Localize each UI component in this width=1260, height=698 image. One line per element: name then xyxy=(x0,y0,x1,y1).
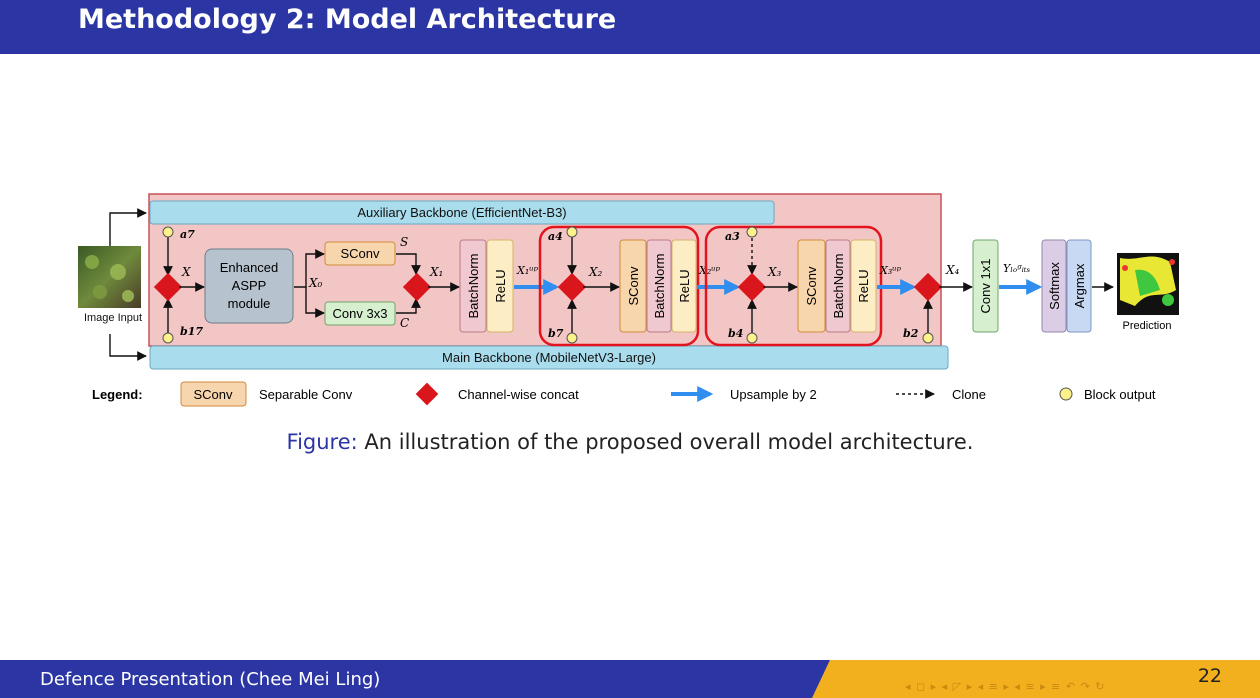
legend-clone-desc: Clone xyxy=(952,387,986,402)
block-output-a4 xyxy=(566,226,578,238)
footer-bar-left: Defence Presentation (Chee Mei Ling) xyxy=(0,660,850,698)
footer-presenter: Defence Presentation (Chee Mei Ling) xyxy=(40,669,381,690)
symbol-x4: X₄ xyxy=(945,263,960,277)
conv3x3-box xyxy=(324,301,396,326)
legend-concat-desc: Channel-wise concat xyxy=(458,387,579,402)
legend-block-output-swatch xyxy=(1059,387,1073,401)
concat-diamond-5 xyxy=(913,272,943,302)
slide-title: Methodology 2: Model Architecture xyxy=(78,4,617,35)
node-label-a3: a3 xyxy=(725,230,740,243)
relu-box-3 xyxy=(850,239,877,333)
main-backbone-label: Main Backbone (MobileNetV3-Large) xyxy=(442,350,656,365)
title-bar: Methodology 2: Model Architecture xyxy=(0,0,1260,54)
legend-sconv-desc: Separable Conv xyxy=(259,387,353,402)
softmax-label: Softmax xyxy=(1047,262,1062,310)
symbol-x1: X₁ xyxy=(429,265,443,279)
symbol-c: C xyxy=(400,316,409,330)
legend-sconv-box-label: SConv xyxy=(193,387,233,402)
symbol-x3up: X₃ᵘᵖ xyxy=(879,264,902,277)
relu-label-2: ReLU xyxy=(677,269,692,302)
block-output-a7 xyxy=(162,226,174,238)
block-output-b4 xyxy=(746,332,758,344)
sconv-box-2 xyxy=(619,239,647,333)
aspp-label-1: Enhanced xyxy=(220,260,279,275)
block-output-b17 xyxy=(162,332,174,344)
relu-label-3: ReLU xyxy=(856,269,871,302)
argmax-box xyxy=(1066,239,1092,333)
prediction-label: Prediction xyxy=(1123,320,1172,332)
symbol-x2up: X₂ᵘᵖ xyxy=(698,264,721,277)
node-label-b7: b7 xyxy=(548,327,564,340)
sconv-box-aspp xyxy=(324,241,396,266)
block-output-a3 xyxy=(746,226,758,238)
beamer-navigation[interactable]: ◂ ◻ ▸ ◂ ◸ ▸ ◂ ≡ ▸ ◂ ≡ ▸ ≡ ↶ ↷ ↻ xyxy=(905,680,1106,693)
legend-block-output-desc: Block output xyxy=(1084,387,1156,402)
batchnorm-label-1: BatchNorm xyxy=(466,253,481,318)
aux-backbone-label: Auxiliary Backbone (EfficientNet-B3) xyxy=(357,205,566,220)
node-label-b2: b2 xyxy=(903,327,919,340)
sconv-label-aspp: SConv xyxy=(340,246,380,261)
conv3x3-label: Conv 3x3 xyxy=(333,306,388,321)
node-label-b4: b4 xyxy=(728,327,743,340)
footer-bar-right xyxy=(812,660,1260,698)
aspp-label-3: module xyxy=(228,296,271,311)
figure-caption-label: Figure: xyxy=(286,430,358,454)
symbol-x0: X₀ xyxy=(308,276,323,290)
symbol-x2: X₂ xyxy=(588,265,603,279)
batchnorm-box-3 xyxy=(825,239,851,333)
concat-diamond-3 xyxy=(557,272,587,302)
sconv-label-2: SConv xyxy=(626,266,641,306)
concat-diamond-4 xyxy=(737,272,767,302)
block-output-b2 xyxy=(922,332,934,344)
architecture-diagram: Auxiliary Backbone (EfficientNet-B3) Mai… xyxy=(78,193,1179,407)
figure-caption-text: An illustration of the proposed overall … xyxy=(357,430,974,454)
sconv-box-3 xyxy=(797,239,826,333)
argmax-label: Argmax xyxy=(1072,263,1087,308)
node-label-b17: b17 xyxy=(180,325,203,338)
batchnorm-box-2 xyxy=(646,239,672,333)
node-label-a7: a7 xyxy=(180,228,195,241)
aux-backbone-bar xyxy=(149,200,775,225)
batchnorm-label-2: BatchNorm xyxy=(652,253,667,318)
node-label-a4: a4 xyxy=(548,230,563,243)
symbol-x3: X₃ xyxy=(767,265,782,279)
legend-title: Legend: xyxy=(92,387,143,402)
block-output-b7 xyxy=(566,332,578,344)
symbol-x: X xyxy=(181,265,191,279)
page-number: 22 xyxy=(1197,665,1222,687)
figure-caption: Figure: An illustration of the proposed … xyxy=(0,430,1260,454)
legend-upsample-desc: Upsample by 2 xyxy=(730,387,817,402)
concat-diamond-2 xyxy=(402,272,432,302)
conv1x1-label: Conv 1x1 xyxy=(978,259,993,314)
prediction-image xyxy=(1117,253,1179,315)
relu-label-1: ReLU xyxy=(493,269,508,302)
relu-box-1 xyxy=(486,239,514,333)
batchnorm-label-3: BatchNorm xyxy=(831,253,846,318)
legend-concat-swatch xyxy=(415,382,439,406)
main-backbone-bar xyxy=(149,345,949,370)
symbol-ylogits: Yₗₒᵍᵢₜₛ xyxy=(1003,262,1030,275)
legend-sconv-swatch xyxy=(180,381,247,407)
relu-box-2 xyxy=(671,239,697,333)
symbol-x1up: X₁ᵘᵖ xyxy=(516,264,539,277)
conv1x1-box xyxy=(972,239,999,333)
softmax-box xyxy=(1041,239,1067,333)
batchnorm-box-1 xyxy=(459,239,487,333)
symbol-s: S xyxy=(400,235,408,249)
aspp-label-2: ASPP xyxy=(232,278,267,293)
sconv-label-3: SConv xyxy=(804,266,819,306)
image-input-label: Image Input xyxy=(84,312,142,324)
aspp-module xyxy=(204,248,294,324)
